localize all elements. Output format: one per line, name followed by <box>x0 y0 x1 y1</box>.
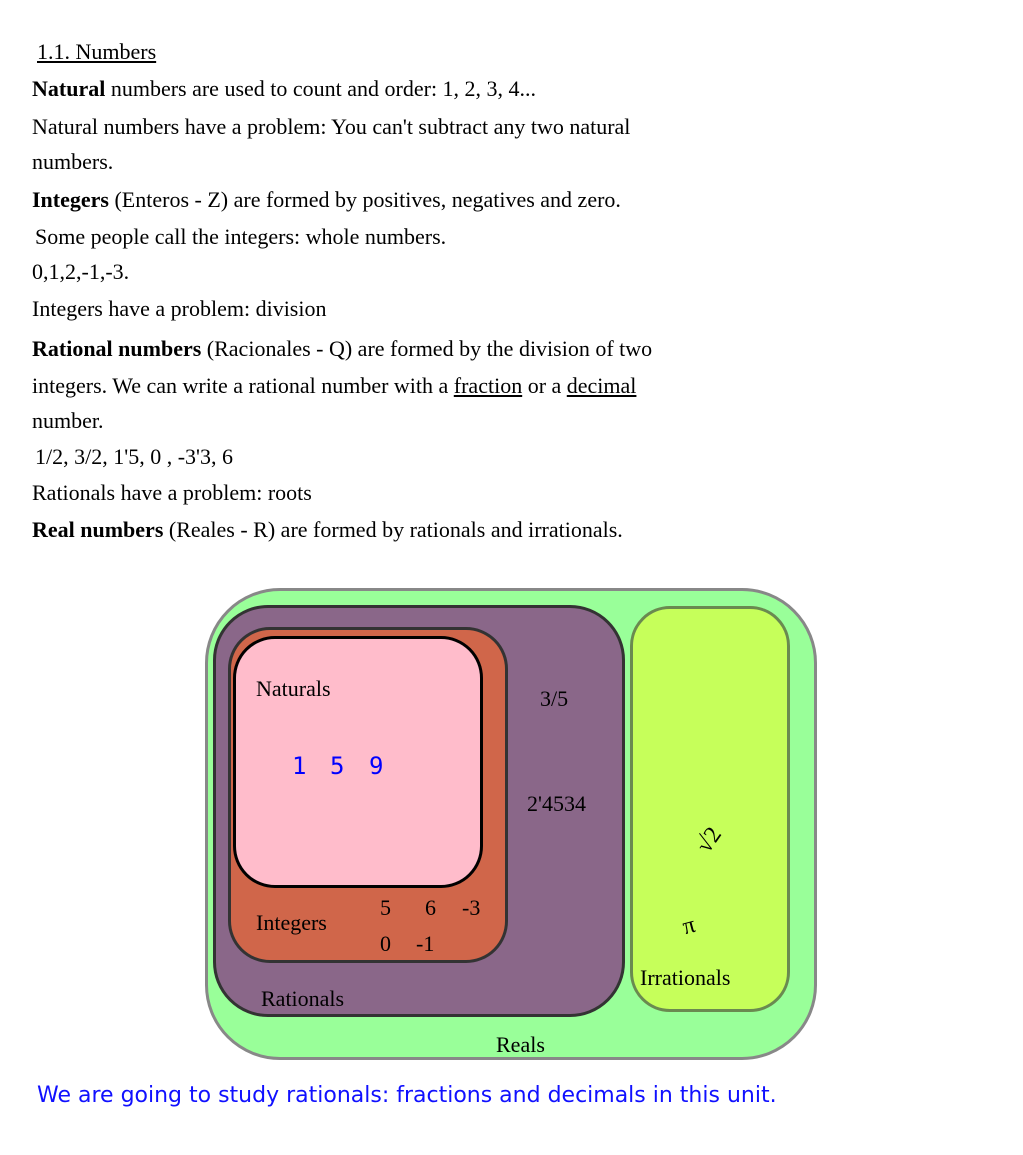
decimal-term: decimal <box>566 373 637 398</box>
naturals-label: Naturals <box>256 676 331 701</box>
text: Rationals have a problem: roots <box>32 480 312 505</box>
natural-example: 9 <box>369 752 384 780</box>
text: (Racionales - Q) are formed by the divis… <box>201 336 653 361</box>
integer-example: 5 <box>380 895 391 920</box>
text: number. <box>32 408 104 433</box>
integer-example: -1 <box>416 931 435 956</box>
fraction-term: fraction <box>453 373 523 398</box>
text: 1/2, 3/2, 1'5, 0 , -3'3, 6 <box>35 444 233 469</box>
text: integers. We can write a rational number… <box>32 373 454 398</box>
natural-def: Natural numbers are used to count and or… <box>32 76 536 102</box>
rational-example: 3/5 <box>540 686 569 711</box>
integer-example: 0 <box>380 931 391 956</box>
naturals-set <box>233 636 483 888</box>
text: 0,1,2,-1,-3. <box>32 259 130 284</box>
text: or a <box>522 373 567 398</box>
reals-label: Reals <box>496 1032 545 1057</box>
heading: 1.1. Numbers <box>37 39 157 64</box>
natural-example: 1 <box>292 752 307 780</box>
text: Some people call the integers: whole num… <box>35 224 447 249</box>
rational-example: 2'4534 <box>527 791 586 816</box>
real-def: Real numbers (Reales - R) are formed by … <box>32 517 623 543</box>
irrationals-set <box>630 606 790 1012</box>
text: (Enteros - Z) are formed by positives, n… <box>108 187 621 212</box>
text: integers. We can write a rational number… <box>32 373 636 399</box>
integers-def: Integers (Enteros - Z) are formed by pos… <box>32 187 621 213</box>
text: Integers have a problem: division <box>32 296 327 321</box>
integers-label: Integers <box>256 910 327 935</box>
term-rational: Rational numbers <box>32 336 202 361</box>
text: numbers are used to count and order: 1, … <box>105 76 537 101</box>
term-real: Real numbers <box>32 517 164 542</box>
irrationals-label: Irrationals <box>640 965 731 990</box>
term-integers: Integers <box>32 187 109 212</box>
text: numbers. <box>32 149 114 174</box>
text: Natural numbers have a problem: You can'… <box>32 114 631 139</box>
term-natural: Natural <box>32 76 106 101</box>
text: (Reales - R) are formed by rationals and… <box>163 517 623 542</box>
integer-example: -3 <box>462 895 481 920</box>
rationals-label: Rationals <box>261 986 345 1011</box>
integer-example: 6 <box>425 895 436 920</box>
rational-def: Rational numbers (Racionales - Q) are fo… <box>32 336 652 362</box>
footer-note: We are going to study rationals: fractio… <box>37 1083 777 1108</box>
natural-example: 5 <box>330 752 345 780</box>
